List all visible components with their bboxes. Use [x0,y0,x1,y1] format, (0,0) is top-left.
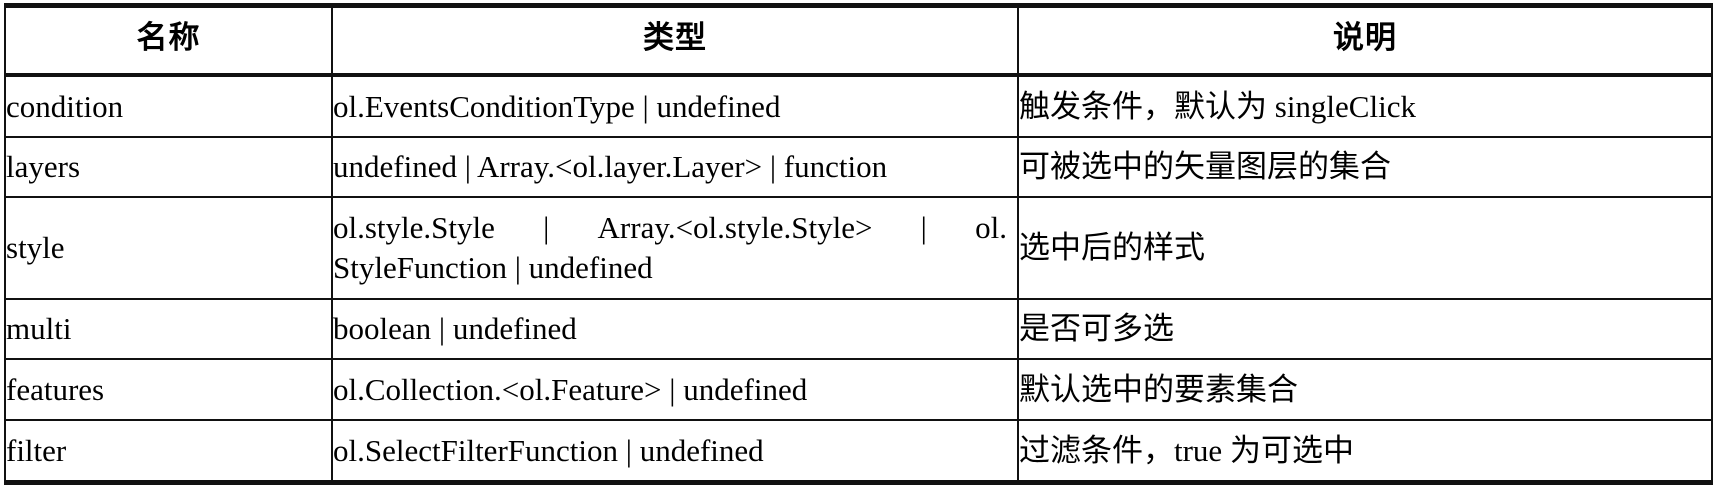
table-row: features ol.Collection.<ol.Feature> | un… [4,358,1713,422]
type-separator: | [543,210,550,246]
cell-parameter-type: ol.style.Style | Array.<ol.style.Style> … [331,196,1019,300]
table-row: layers undefined | Array.<ol.layer.Layer… [4,135,1713,199]
type-segment: ol.style.Style [333,210,495,246]
cell-parameter-type: ol.SelectFilterFunction | undefined [331,419,1019,484]
cell-parameter-description: 触发条件，默认为 singleClick [1017,74,1713,138]
column-header-name: 名称 [4,4,333,77]
cell-parameter-name: style [4,196,333,300]
cell-parameter-name: features [4,358,333,422]
cell-parameter-description: 是否可多选 [1017,297,1713,361]
table-header-row: 名称 类型 说明 [4,4,1713,77]
parameter-table: 名称 类型 说明 condition ol.EventsConditionTyp… [4,3,1713,485]
table-row: filter ol.SelectFilterFunction | undefin… [4,419,1713,484]
type-segment: ol. [975,210,1007,246]
cell-parameter-type: ol.Collection.<ol.Feature> | undefined [331,358,1019,422]
table-row: condition ol.EventsConditionType | undef… [4,74,1713,138]
type-line-1: ol.style.Style | Array.<ol.style.Style> … [333,208,1007,248]
cell-parameter-name: filter [4,419,333,484]
type-line-2: StyleFunction | undefined [333,250,653,286]
column-header-type: 类型 [331,4,1019,77]
cell-parameter-name: multi [4,297,333,361]
cell-parameter-description: 默认选中的要素集合 [1017,358,1713,422]
table-row: multi boolean | undefined 是否可多选 [4,297,1713,361]
cell-parameter-type: undefined | Array.<ol.layer.Layer> | fun… [331,135,1019,199]
cell-parameter-name: layers [4,135,333,199]
cell-parameter-type: boolean | undefined [331,297,1019,361]
table-header: 名称 类型 说明 [4,4,1713,77]
column-header-description: 说明 [1017,4,1713,77]
table-row: style ol.style.Style | Array.<ol.style.S… [4,196,1713,300]
cell-parameter-type: ol.EventsConditionType | undefined [331,74,1019,138]
cell-parameter-name: condition [4,74,333,138]
cell-parameter-description: 选中后的样式 [1017,196,1713,300]
type-segment: Array.<ol.style.Style> [597,210,873,246]
cell-parameter-description: 过滤条件，true 为可选中 [1017,419,1713,484]
type-separator: | [920,210,927,246]
table-body: condition ol.EventsConditionType | undef… [4,74,1713,484]
cell-parameter-description: 可被选中的矢量图层的集合 [1017,135,1713,199]
